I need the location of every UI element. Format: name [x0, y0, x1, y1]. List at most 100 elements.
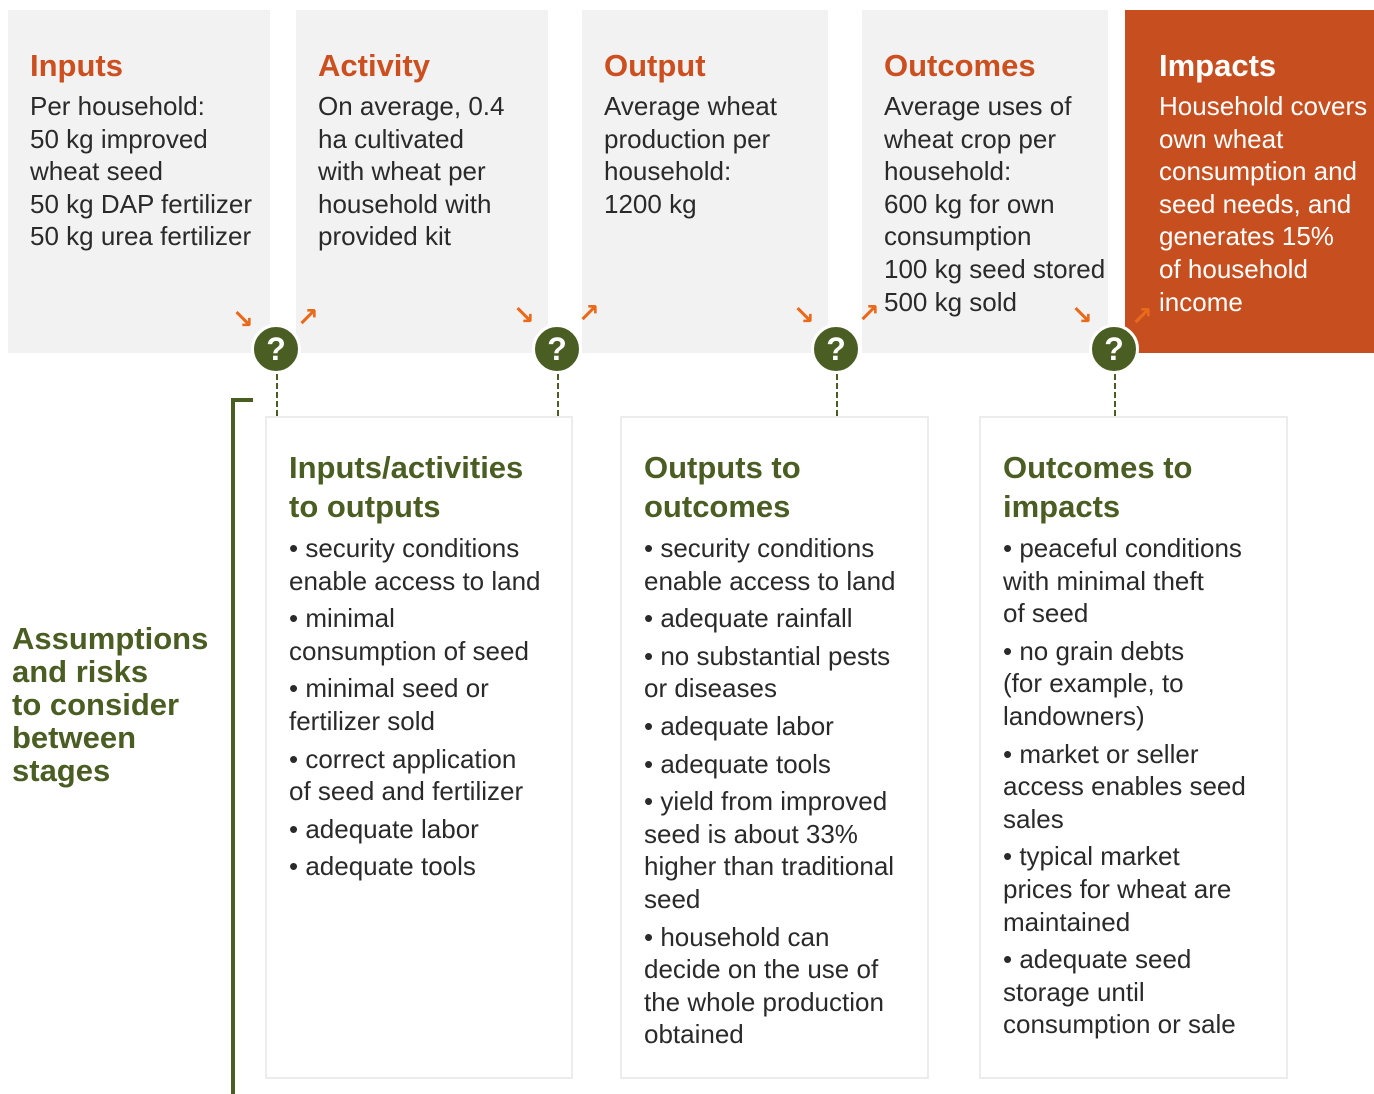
assumption-item: • minimal seed or fertilizer sold — [289, 672, 571, 737]
arrow-in-icon: ↘ — [793, 300, 815, 330]
stage-activity: Activity On average, 0.4 ha cultivated w… — [296, 10, 548, 353]
side-label-line: Assumptions — [12, 621, 209, 656]
assumption-item-line: access enables seed — [1003, 771, 1246, 802]
assumption-item-line: the whole production — [644, 986, 884, 1017]
assumption-item: • security conditions enable access to l… — [644, 532, 927, 597]
assumption-item-line: higher than traditional — [644, 851, 895, 882]
stage-impacts: Impacts Household covers own wheat consu… — [1125, 10, 1374, 353]
side-label-line: to consider — [12, 687, 180, 722]
assumption-item-line: (for example, to — [1003, 668, 1184, 699]
assumption-item-line: decide on the use of — [644, 954, 879, 985]
assumptions-outcomes-to-impacts: Outcomes to impacts • peaceful condition… — [979, 416, 1288, 1079]
assumption-item-line: or diseases — [644, 673, 777, 704]
stage-line: production per — [604, 123, 771, 154]
stage-line: own wheat — [1159, 123, 1284, 154]
assumption-item: • adequate seed storage until consumptio… — [1003, 943, 1286, 1041]
stage-title: Output — [604, 48, 706, 83]
question-icon: ? — [532, 324, 582, 374]
assumption-item: • security conditions enable access to l… — [289, 532, 571, 597]
stage-line: wheat crop per — [884, 123, 1056, 154]
stage-line: ha cultivated — [318, 123, 464, 154]
assumption-title-line: to outputs — [289, 489, 441, 524]
stage-line: Per household: — [30, 91, 205, 121]
assumption-item-line: • adequate seed — [1003, 944, 1192, 975]
stage-line: Household covers — [1159, 91, 1368, 121]
connector-line — [836, 374, 838, 416]
assumption-item-line: with minimal theft — [1003, 565, 1204, 596]
assumption-item-line: consumption of seed — [289, 635, 529, 666]
assumption-item-line: • security conditions — [289, 533, 520, 563]
assumption-item: • minimal consumption of seed — [289, 602, 571, 667]
assumption-item: • no substantial pests or diseases — [644, 640, 927, 705]
stage-title: Inputs — [30, 48, 123, 83]
stage-line: consumption — [884, 221, 1032, 252]
side-label-line: stages — [12, 753, 111, 788]
assumption-item-line: • yield from improved — [644, 786, 888, 817]
side-label-line: and risks — [12, 654, 149, 689]
assumption-item-line: maintained — [1003, 906, 1131, 937]
assumption-item-line: • no grain debts — [1003, 635, 1185, 666]
stage-line: 50 kg DAP fertilizer — [30, 188, 253, 219]
assumption-title: Inputs/activities to outputs — [289, 448, 571, 526]
assumption-item-line: of seed and fertilizer — [289, 776, 524, 807]
assumption-item: • adequate rainfall — [644, 602, 927, 635]
stage-line: 600 kg for own — [884, 188, 1055, 219]
assumption-item: • typical market prices for wheat are ma… — [1003, 840, 1286, 938]
assumption-item-line: • adequate rainfall — [644, 603, 853, 634]
stage-title: Activity — [318, 48, 430, 83]
assumption-title: Outcomes to impacts — [1003, 448, 1286, 526]
stage-title: Impacts — [1159, 48, 1277, 83]
assumption-title: Outputs to outcomes — [644, 448, 927, 526]
stage-line: 500 kg sold — [884, 286, 1017, 317]
arrow-out-icon: ↗ — [297, 302, 319, 332]
assumption-item-line: • peaceful conditions — [1003, 533, 1242, 563]
stage-line: household: — [884, 156, 1012, 187]
assumption-item: • no grain debts (for example, to landow… — [1003, 635, 1286, 733]
assumption-item: • correct application of seed and fertil… — [289, 743, 571, 808]
stage-line: generates 15% — [1159, 221, 1334, 252]
assumption-item-line: fertilizer sold — [289, 705, 435, 736]
assumption-item: • peaceful conditions with minimal theft… — [1003, 532, 1286, 630]
stage-line: Average uses of — [884, 91, 1072, 121]
stage-line: Average wheat — [604, 91, 777, 121]
arrow-in-icon: ↘ — [1071, 300, 1093, 330]
assumption-item-line: • security conditions — [644, 533, 875, 563]
assumptions-side-label: Assumptions and risks to consider betwee… — [12, 622, 208, 787]
assumption-title-line: Outputs to — [644, 450, 801, 485]
assumption-item-line: sales — [1003, 803, 1064, 834]
assumptions-bracket — [231, 398, 253, 1094]
stage-inputs: Inputs Per household: 50 kg improved whe… — [8, 10, 270, 353]
stage-line: On average, 0.4 — [318, 91, 505, 121]
arrow-in-icon: ↘ — [513, 300, 535, 330]
assumption-item-line: • minimal — [289, 603, 395, 634]
side-label-line: between — [12, 720, 137, 755]
assumption-item-line: • typical market — [1003, 841, 1180, 872]
assumptions-inputs-to-outputs: Inputs/activities to outputs • security … — [265, 416, 573, 1079]
arrow-out-icon: ↗ — [1131, 301, 1153, 331]
stage-line: household with — [318, 188, 492, 219]
arrow-in-icon: ↘ — [232, 304, 254, 334]
assumption-item: • yield from improved seed is about 33% … — [644, 785, 927, 915]
arrow-out-icon: ↗ — [578, 298, 600, 328]
assumption-item-line: enable access to land — [289, 565, 541, 596]
assumption-item-line: seed is about 33% — [644, 818, 858, 849]
stage-line: seed needs, and — [1159, 188, 1352, 219]
stage-line: income — [1159, 286, 1243, 317]
assumption-title-line: outcomes — [644, 489, 791, 524]
assumption-item-line: seed — [644, 883, 701, 914]
assumption-item-line: • adequate tools — [289, 851, 476, 882]
stage-output: Output Average wheat production per hous… — [582, 10, 828, 353]
stage-line: 50 kg improved — [30, 123, 208, 154]
stage-line: 100 kg seed stored — [884, 253, 1106, 284]
stage-line: wheat seed — [30, 156, 163, 187]
assumption-item-line: landowners) — [1003, 700, 1145, 731]
assumption-item-line: • correct application — [289, 743, 517, 774]
assumption-item-line: • adequate labor — [644, 710, 834, 741]
assumption-item-line: prices for wheat are — [1003, 873, 1232, 904]
assumption-item: • adequate tools — [289, 850, 571, 883]
stage-title: Outcomes — [884, 48, 1036, 83]
stage-outcomes: Outcomes Average uses of wheat crop per … — [862, 10, 1108, 353]
assumption-item-line: • no substantial pests — [644, 640, 891, 671]
assumption-item-line: obtained — [644, 1019, 744, 1050]
question-icon: ? — [1089, 324, 1139, 374]
